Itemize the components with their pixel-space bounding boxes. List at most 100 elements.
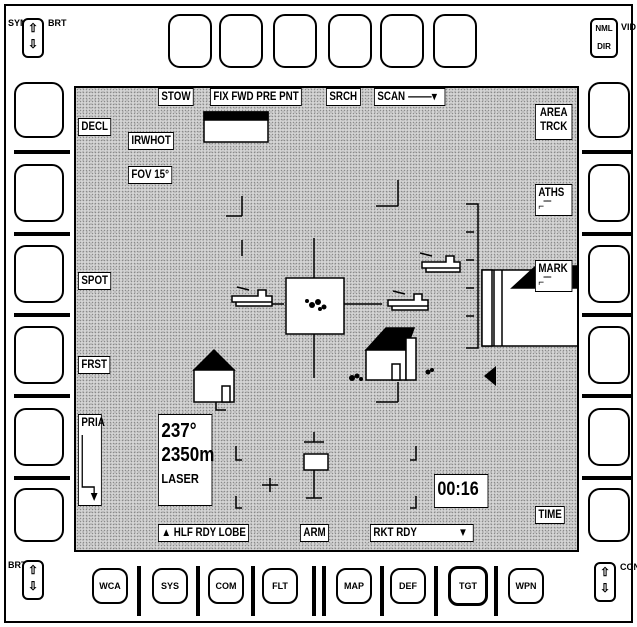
- bottom-separator: [312, 566, 316, 616]
- mark-text: MARK: [538, 263, 568, 275]
- top-softkey-6[interactable]: [433, 14, 477, 68]
- top-softkey-2[interactable]: [219, 14, 263, 68]
- right-separator: [582, 232, 632, 236]
- top-softkey-3[interactable]: [273, 14, 317, 68]
- bottom-separator: [251, 566, 255, 616]
- com-button[interactable]: COM: [208, 568, 244, 604]
- time-label: TIME: [535, 506, 566, 524]
- right-softkey-4[interactable]: [588, 326, 630, 384]
- range-readout: 237° 2350m LASER: [158, 414, 215, 506]
- srch-label: SRCH: [326, 88, 361, 106]
- bottom-separator: [196, 566, 200, 616]
- top-softkey-5[interactable]: [380, 14, 424, 68]
- right-softkey-2[interactable]: [588, 164, 630, 222]
- top-brt-label: BRT: [48, 18, 67, 28]
- timer-readout: 00:16: [434, 474, 489, 508]
- symb-rocker[interactable]: ⇧⇩: [22, 18, 44, 58]
- flt-button[interactable]: FLT: [262, 568, 298, 604]
- rkt-rdy-text: RKT RDY: [373, 527, 417, 539]
- brt-rocker[interactable]: ⇧⇩: [22, 560, 44, 600]
- flag-icon: ⌐‾‾: [538, 201, 551, 213]
- tank-icon: [419, 252, 461, 273]
- spot-label: SPOT: [78, 272, 112, 290]
- left-separator: [14, 394, 70, 398]
- right-softkey-6[interactable]: [588, 488, 630, 542]
- tank-icon: [231, 286, 273, 307]
- symb-label: SYMB: [8, 18, 35, 28]
- scan-label: SCAN ⸻▾: [374, 88, 446, 106]
- left-separator: [14, 313, 70, 317]
- arm-status: ARM: [300, 524, 330, 542]
- sys-button[interactable]: SYS: [152, 568, 188, 604]
- bracket: [304, 432, 324, 443]
- pria-text: PRIA: [81, 417, 105, 429]
- bottom-brt-label: BRT: [8, 560, 27, 570]
- nml-label: NML: [595, 24, 613, 33]
- triangle-down-icon: ▼: [458, 527, 468, 539]
- bracket: [466, 231, 474, 317]
- def-button[interactable]: DEF: [390, 568, 426, 604]
- aths-label: ATHS ⌐‾‾: [535, 184, 573, 216]
- stow-label: STOW: [158, 88, 194, 106]
- decl-label: DECL: [78, 118, 112, 136]
- bottom-separator: [322, 566, 326, 616]
- bracket: [235, 446, 417, 509]
- nml-dir-rocker[interactable]: NML DIR: [590, 18, 618, 58]
- bracket-arrow-icon: [81, 435, 98, 501]
- target-box-icon: [285, 277, 345, 335]
- cont-label: CONT: [620, 562, 637, 572]
- range-value: 2350m: [161, 444, 215, 466]
- chevron-down-icon: ⸻▾: [407, 91, 437, 103]
- rocker-up-down-icon: ⇧⇩: [27, 563, 39, 593]
- left-separator: [14, 232, 70, 236]
- cont-rocker[interactable]: ⇧⇩: [594, 562, 616, 602]
- left-softkey-2[interactable]: [14, 164, 64, 222]
- left-softkey-3[interactable]: [14, 245, 64, 303]
- wpn-button[interactable]: WPN: [508, 568, 544, 604]
- fov-readout: FOV 15°: [128, 166, 173, 184]
- bracket: [466, 203, 479, 349]
- pointer-triangle-icon: [484, 366, 496, 386]
- bottom-separator: [380, 566, 384, 616]
- fix-fwd-pre-pnt-label: FIX FWD PRE PNT: [210, 88, 303, 106]
- building-icon: [203, 111, 269, 143]
- mark-label: MARK ⌐‾‾: [535, 260, 573, 292]
- bracket: [226, 196, 243, 217]
- flag-icon: ⌐‾‾: [538, 277, 551, 289]
- field-brackets: [215, 180, 479, 509]
- tads-display: STOW FIX FWD PRE PNT SRCH SCAN ⸻▾ IRWHOT…: [74, 86, 579, 552]
- bottom-separator: [494, 566, 498, 616]
- left-softkey-4[interactable]: [14, 326, 64, 384]
- tgt-button[interactable]: TGT: [448, 566, 488, 606]
- right-softkey-1[interactable]: [588, 82, 630, 138]
- tank-icon: [387, 290, 429, 311]
- hlf-rdy-lobe-status: ▲ HLF RDY LOBE: [158, 524, 250, 542]
- pria-label: PRIA: [78, 414, 105, 506]
- top-softkey-4[interactable]: [328, 14, 372, 68]
- right-softkey-3[interactable]: [588, 245, 630, 303]
- map-button[interactable]: MAP: [336, 568, 372, 604]
- bracket: [376, 382, 399, 403]
- rocker-up-down-icon: ⇧⇩: [27, 21, 39, 51]
- lower-target-box: [303, 453, 329, 471]
- top-softkey-1[interactable]: [168, 14, 212, 68]
- right-softkey-5[interactable]: [588, 408, 630, 466]
- building-icon: [364, 327, 417, 381]
- scan-text: SCAN: [377, 91, 406, 103]
- shrub: [349, 368, 434, 381]
- right-separator: [582, 476, 632, 480]
- dir-label: DIR: [597, 42, 611, 51]
- right-separator: [582, 394, 632, 398]
- rkt-rdy-status: RKT RDY ▼: [370, 524, 474, 542]
- crosshair-icon: [236, 238, 382, 378]
- aths-text: ATHS: [538, 187, 565, 199]
- frst-label: FRST: [78, 356, 111, 374]
- bracket: [376, 180, 399, 207]
- range-source: LASER: [161, 471, 199, 486]
- scene-graphics: [192, 111, 577, 509]
- sensor-mode: IRWHOT: [128, 132, 175, 150]
- left-softkey-6[interactable]: [14, 488, 64, 542]
- left-softkey-1[interactable]: [14, 82, 64, 138]
- left-softkey-5[interactable]: [14, 408, 64, 466]
- wca-button[interactable]: WCA: [92, 568, 128, 604]
